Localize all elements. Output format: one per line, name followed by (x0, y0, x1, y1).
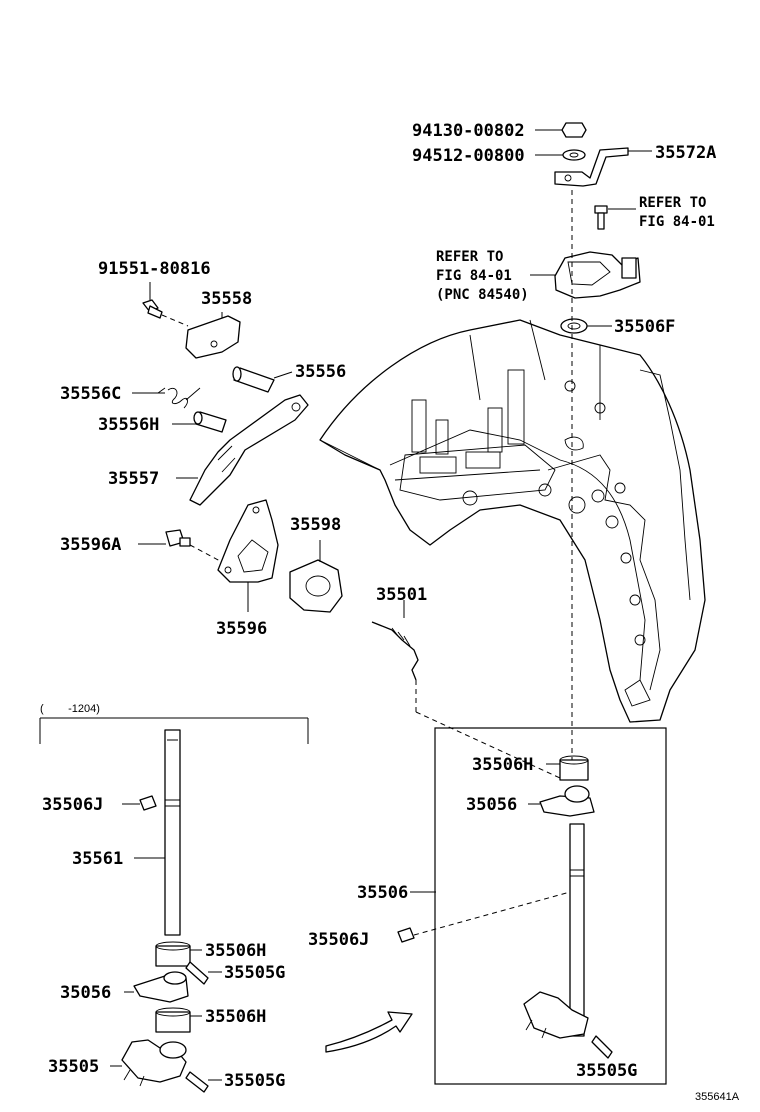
label-35505G-left1: 35505G (224, 963, 285, 983)
spring-plate-35558 (185, 312, 241, 359)
detent-lever-35557 (176, 394, 309, 506)
oil-seal-35506F (560, 318, 612, 334)
label-date-range: ( -1204) (40, 703, 100, 715)
labels: 94130-00802 94512-00800 35572A REFER TO … (40, 121, 740, 1103)
shaft-35561 (134, 729, 181, 936)
label-35506H-left2: 35506H (205, 1007, 266, 1027)
sector-35505-left (110, 1039, 187, 1087)
spring-35556C (132, 387, 201, 409)
label-refer1-line1: REFER TO (639, 195, 706, 211)
label-35596: 35596 (216, 619, 267, 639)
label-35056-right: 35056 (466, 795, 517, 815)
label-35505G-left2: 35505G (224, 1071, 285, 1091)
pin-35505G-right (591, 1035, 613, 1059)
plate-35596 (217, 499, 279, 612)
transition-arrow (325, 1011, 413, 1053)
collar-35506H-left1 (155, 941, 202, 967)
bushing-35598 (289, 540, 343, 613)
lever-35056-left (124, 971, 189, 1003)
label-91551-80816: 91551-80816 (98, 259, 211, 279)
pin-35505G-left1 (185, 961, 222, 985)
label-35558: 35558 (201, 289, 252, 309)
bolt-35596A (138, 529, 223, 563)
neutral-start-switch (530, 251, 641, 299)
shaft-35506 (410, 823, 589, 1039)
pin-35506J-left (122, 795, 157, 811)
label-35506: 35506 (357, 883, 408, 903)
label-35557: 35557 (108, 469, 159, 489)
collar-35506H-left2 (155, 1007, 202, 1033)
pin-35556 (232, 366, 293, 393)
date-bracket (39, 717, 309, 744)
manual-lever-35572A (554, 147, 652, 187)
label-35505-left: 35505 (48, 1057, 99, 1077)
label-refer1-line2: FIG 84-01 (639, 214, 715, 230)
label-refer2-line1: REFER TO (436, 249, 503, 265)
label-35505G-right: 35505G (576, 1061, 637, 1081)
wire-35501 (371, 600, 561, 779)
pin-35505G-left2 (185, 1071, 222, 1093)
label-35572A: 35572A (655, 143, 716, 163)
transmission-housing (319, 319, 706, 723)
label-figure-id: 355641A (695, 1091, 740, 1103)
label-35506H-left1: 35506H (205, 941, 266, 961)
label-35598: 35598 (290, 515, 341, 535)
collar-35506H-right (546, 755, 589, 781)
label-35556H: 35556H (98, 415, 159, 435)
bolt-91551 (142, 282, 189, 327)
pin-35556H (172, 411, 227, 433)
label-35501: 35501 (376, 585, 427, 605)
label-35556C: 35556C (60, 384, 121, 404)
label-35506J-left: 35506J (42, 795, 103, 815)
label-35506F: 35506F (614, 317, 675, 337)
label-35056-left: 35056 (60, 983, 111, 1003)
label-94512-00800: 94512-00800 (412, 146, 525, 166)
bolt-refer (594, 205, 636, 230)
label-94130-00802: 94130-00802 (412, 121, 525, 141)
lever-35056-right (528, 785, 595, 817)
label-refer2-line3: (PNC 84540) (436, 287, 529, 303)
label-refer2-line2: FIG 84-01 (436, 268, 512, 284)
label-35556: 35556 (295, 362, 346, 382)
pin-35506J-right (397, 891, 571, 943)
label-35596A: 35596A (60, 535, 121, 555)
label-35561: 35561 (72, 849, 123, 869)
label-35506J-right: 35506J (308, 930, 369, 950)
nut-94130 (535, 122, 587, 138)
washer-94512 (535, 149, 586, 161)
new-type-frame (434, 727, 667, 1085)
label-35506H-right: 35506H (472, 755, 533, 775)
